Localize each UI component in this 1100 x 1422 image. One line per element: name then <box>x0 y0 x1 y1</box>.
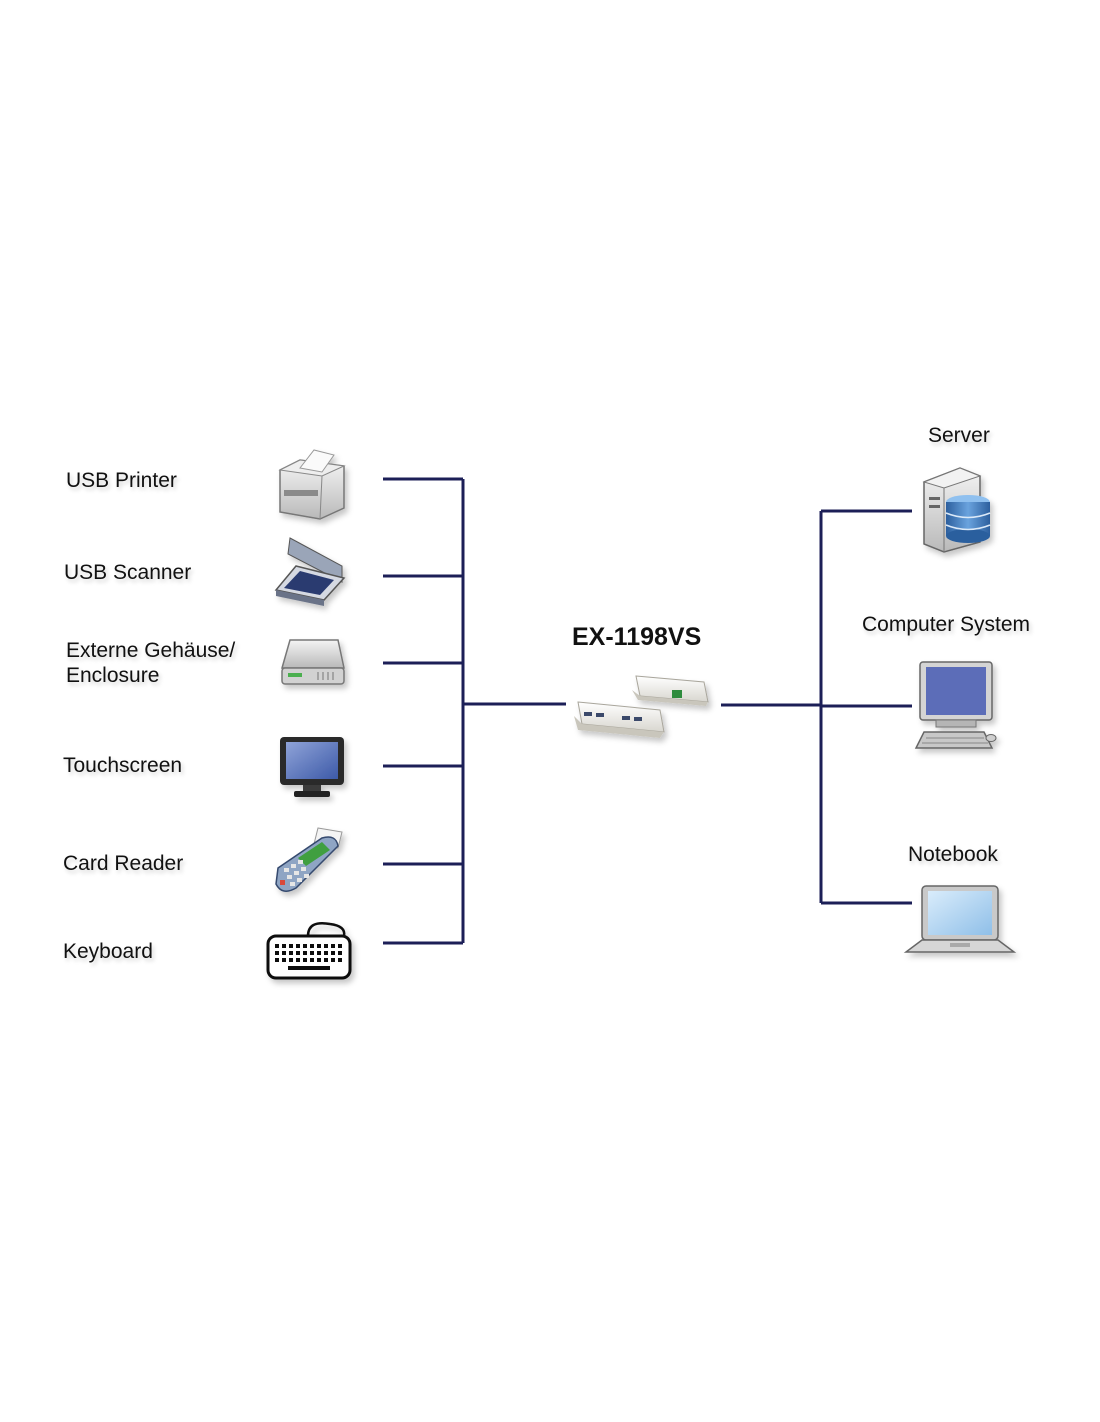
device-label-usb-printer: USB Printer <box>66 469 177 492</box>
printer-icon <box>278 449 346 520</box>
device-label-enclosure-line1: Externe Gehäuse/ <box>66 639 236 662</box>
host-label-server: Server <box>928 424 990 447</box>
hard-drive-icon <box>281 639 345 685</box>
scanner-icon <box>274 537 346 606</box>
device-label-touchscreen: Touchscreen <box>63 754 183 777</box>
keyboard-icon <box>266 922 352 980</box>
device-label-keyboard: Keyboard <box>63 940 153 963</box>
host-label-computer-system: Computer System <box>862 613 1031 636</box>
server-icon <box>922 467 991 553</box>
device-label-card-reader: Card Reader <box>63 852 184 875</box>
hub-model-title: EX-1198VS <box>572 623 702 651</box>
usb-hub-device-icon <box>574 675 709 738</box>
desktop-computer-icon <box>914 661 997 749</box>
notebook-icon <box>903 885 1017 953</box>
host-label-notebook: Notebook <box>908 843 998 866</box>
touchscreen-icon <box>280 737 344 797</box>
device-label-enclosure-line2: Enclosure <box>66 664 160 687</box>
card-reader-icon <box>275 827 343 892</box>
device-label-usb-scanner: USB Scanner <box>64 561 192 584</box>
